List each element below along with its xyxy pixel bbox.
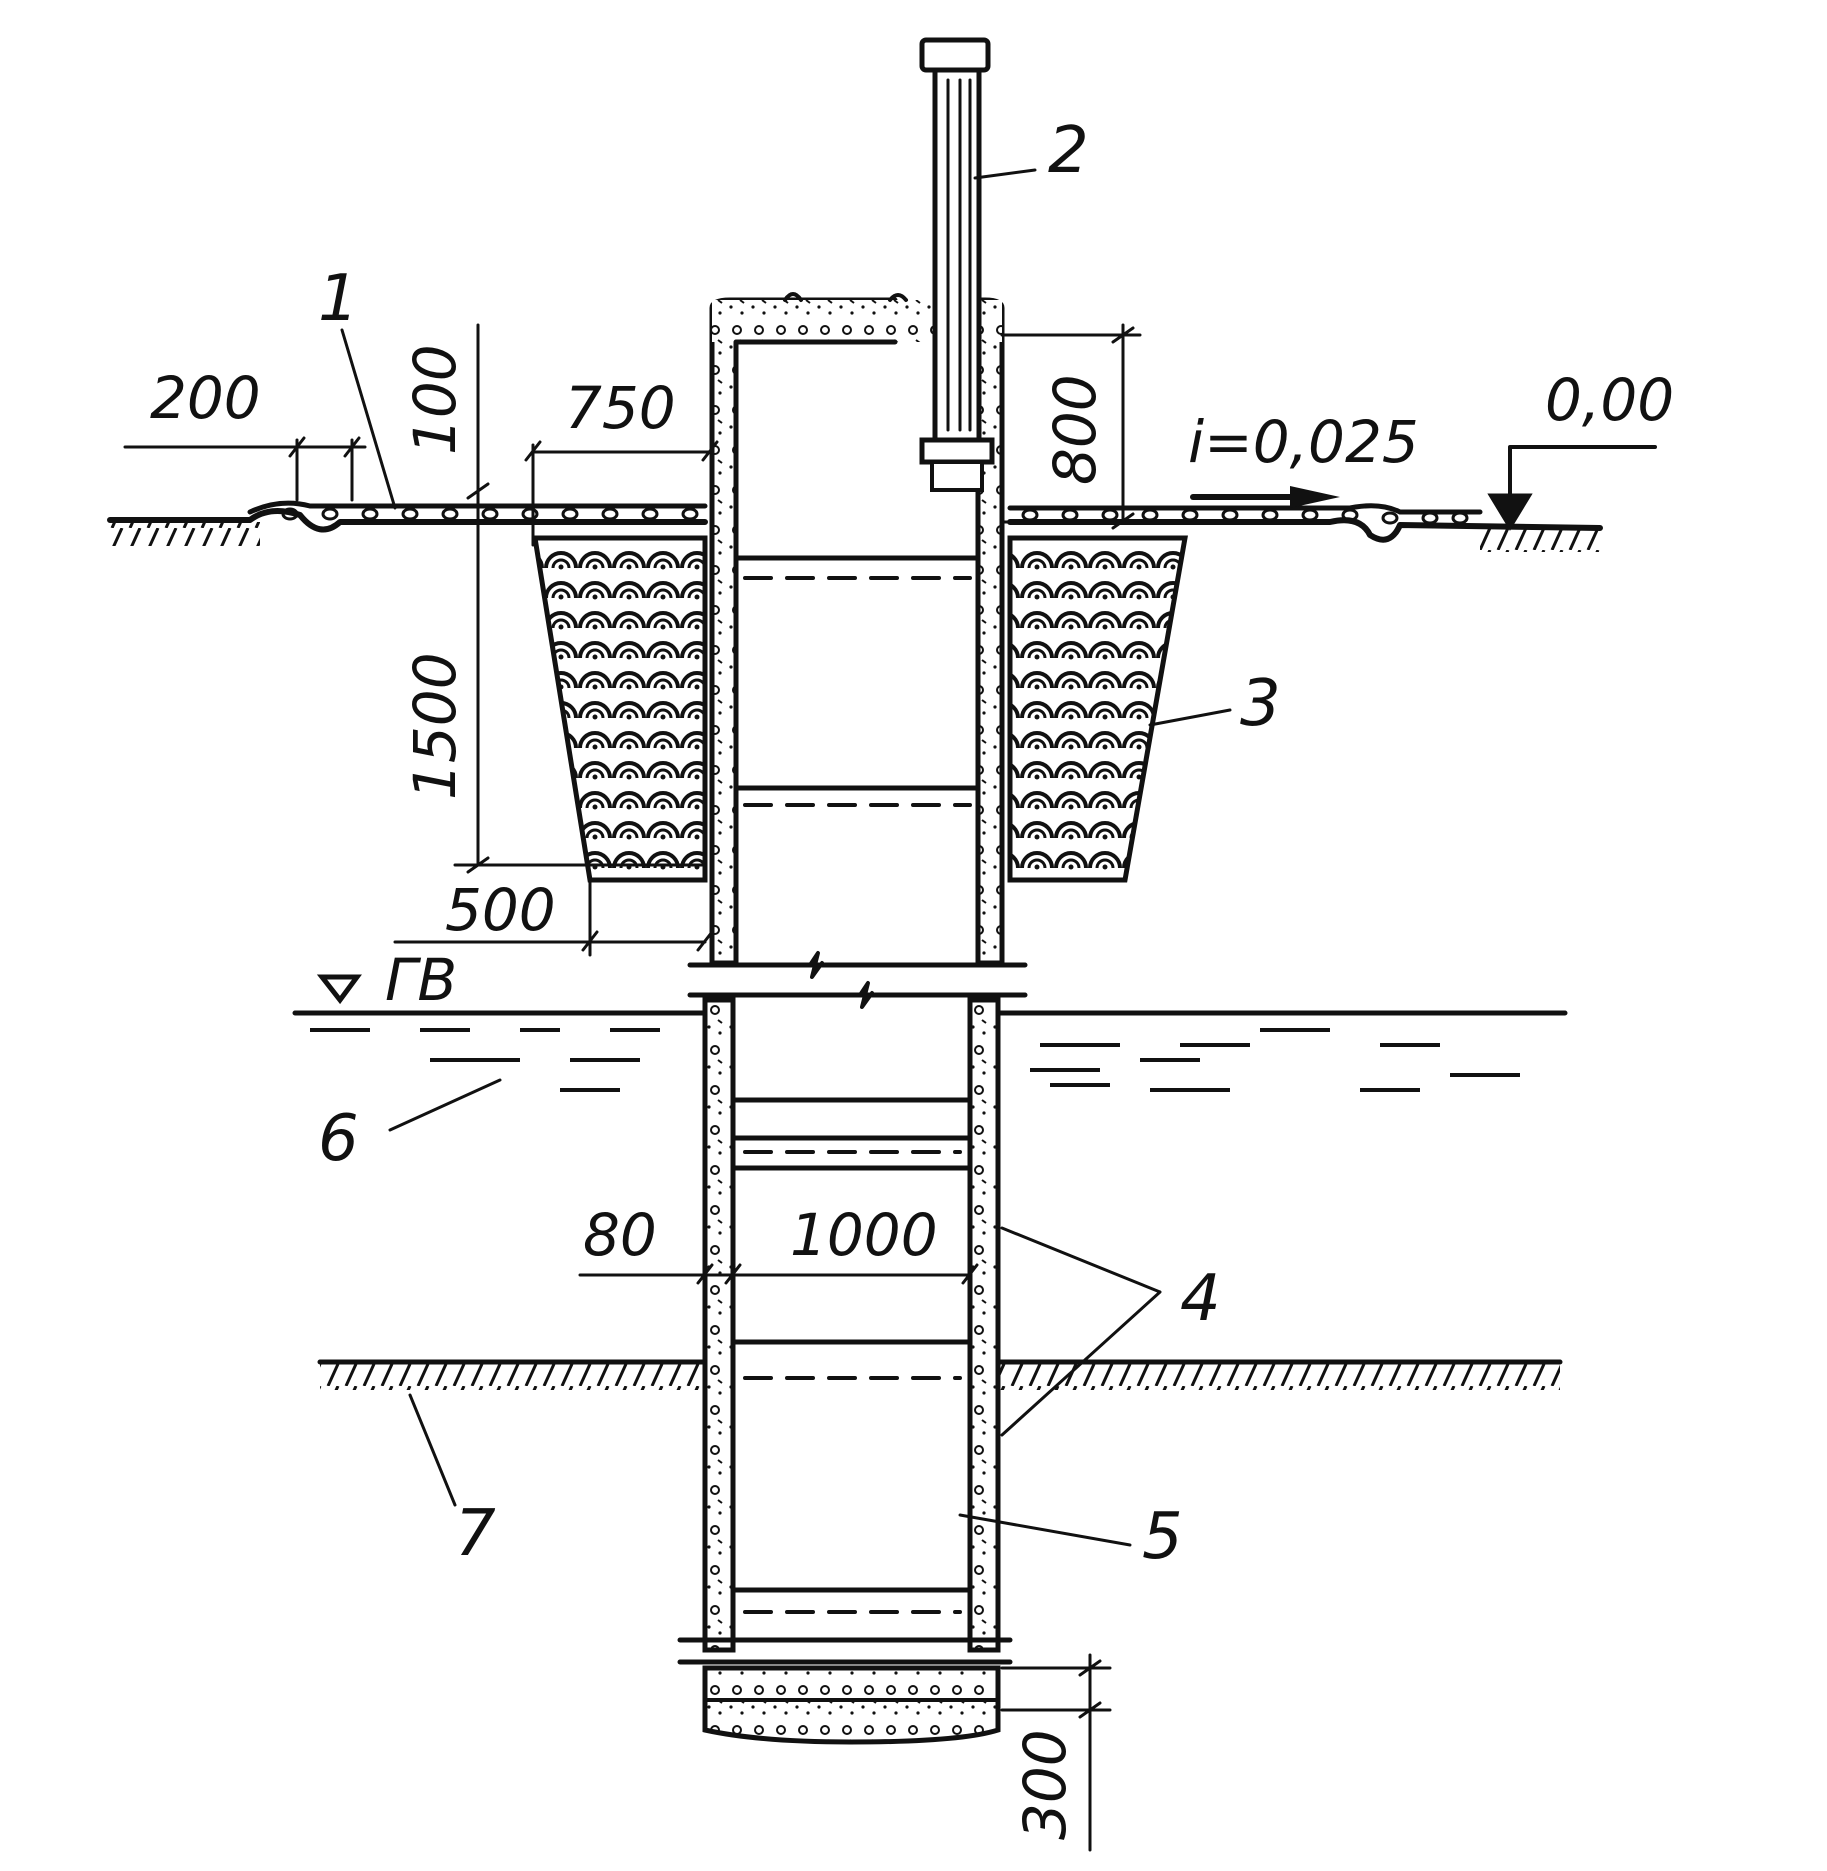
elevation-label: 0,00 [1545,366,1674,434]
shaft-wall-right-lower [967,997,1001,1653]
groundwater-level-marker [316,974,362,1005]
leader-lines [340,168,1232,1547]
dim-300: 300 [1011,1729,1079,1840]
dim-1500: 1500 [401,652,469,800]
dim-200: 200 [150,364,261,432]
slope-label: i=0,025 [1188,408,1419,476]
slope-arrowhead [1290,486,1340,508]
leader-1 [340,328,397,510]
leader-5 [958,1513,1132,1547]
shaft-wall-left-upper [709,315,739,966]
dim-750: 750 [565,374,676,442]
dim-80: 80 [583,1201,657,1269]
ground-surface [107,508,1603,552]
bottom-filter [702,1665,1001,1745]
shaft-wall-left-lower [702,997,736,1653]
leader-4 [1000,1226,1162,1437]
groundwater-label: ГВ [385,946,457,1014]
callout-2: 2 [1048,114,1089,188]
callout-1: 1 [318,262,359,336]
callout-7: 7 [455,1497,496,1571]
dim-100: 100 [401,344,469,455]
pavement-layer [247,500,1483,525]
dim-1000: 1000 [790,1201,938,1269]
dim-800: 800 [1041,374,1109,485]
pump-pipe [919,37,995,492]
ground-hatch-left [110,522,260,546]
backfill-left [532,535,708,883]
callout-4: 4 [1180,1262,1221,1336]
backfill-right [1007,535,1188,883]
ground-hatch-right [1480,528,1600,552]
leader-2 [973,168,1037,180]
callout-5: 5 [1142,1500,1183,1574]
leader-7 [408,1393,457,1507]
shaft-wall-right-upper [975,315,1005,966]
dimension-lines [123,323,1142,1852]
leader-3 [1148,708,1232,727]
impermeable-layer [317,1359,1563,1390]
dim-500: 500 [445,876,556,944]
groundwater-zone [292,974,1568,1092]
well-shaft [677,292,1028,1665]
elevation-marker [1487,445,1657,531]
leader-6 [388,1078,502,1132]
callout-6: 6 [318,1102,359,1176]
callout-3: 3 [1240,667,1281,741]
